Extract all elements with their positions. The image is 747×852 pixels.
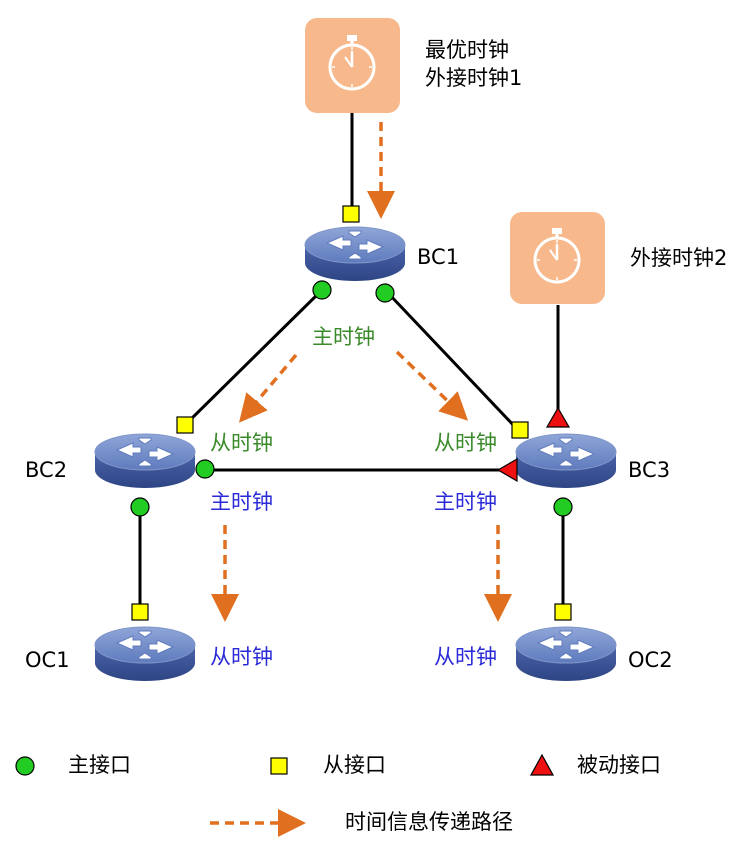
- bc3-slave-clock-label: 从时钟: [434, 431, 497, 455]
- legend-slave-port-icon: [270, 757, 288, 775]
- legend-passive-port-icon: [529, 753, 555, 776]
- master-port-bc1-right: [375, 283, 395, 303]
- link-bc1-bc3: [386, 291, 520, 432]
- legend-symbols: [15, 753, 555, 776]
- bc3-label: BC3: [628, 458, 671, 482]
- master-port-bc3-down: [553, 497, 573, 517]
- bc3-master-clock-label: 主时钟: [434, 490, 497, 514]
- bc1-master-clock-label: 主时钟: [312, 325, 375, 349]
- time-path-arrows: [211, 122, 512, 622]
- router-bc2: [94, 433, 196, 489]
- router-oc1: [94, 626, 196, 682]
- arrow-bc1-to-bc3: [395, 350, 469, 421]
- master-port-bc1-left: [312, 280, 332, 300]
- oc2-label: OC2: [628, 648, 673, 672]
- legend-slave-port-label: 从接口: [323, 753, 386, 777]
- arrow-bc1-to-bc2: [238, 353, 298, 423]
- master-port-bc2-right: [195, 459, 215, 479]
- oc2-slave-clock-label: 从时钟: [434, 645, 497, 669]
- slave-port-oc2: [554, 603, 572, 621]
- bc2-label: BC2: [25, 458, 68, 482]
- legend-time-path-label: 时间信息传递路径: [345, 810, 513, 834]
- router-bc1: [304, 226, 406, 282]
- legend-master-port-icon: [15, 756, 35, 776]
- external-clock1-label: 外接时钟1: [425, 66, 523, 90]
- master-port-bc2-down: [130, 497, 150, 517]
- router-oc2: [515, 626, 617, 682]
- external-clock2: [510, 212, 605, 304]
- legend-passive-port-label: 被动接口: [577, 753, 661, 777]
- bc2-slave-clock-label: 从时钟: [210, 431, 273, 455]
- bc1-label: BC1: [417, 245, 460, 269]
- oc1-label: OC1: [25, 648, 70, 672]
- passive-port-bc3-top: [545, 406, 571, 428]
- links: [138, 110, 565, 612]
- ports: [130, 205, 573, 621]
- link-bc1-bc2: [183, 288, 324, 427]
- slave-port-bc2: [176, 416, 194, 434]
- legend-master-port-label: 主接口: [68, 753, 131, 777]
- external-clock2-label: 外接时钟2: [630, 246, 728, 270]
- best-external-clock1: [305, 18, 400, 113]
- best-clock-label: 最优时钟: [425, 38, 509, 62]
- slave-port-oc1: [131, 603, 149, 621]
- slave-port-bc1: [342, 205, 360, 223]
- bc2-master-clock-label: 主时钟: [210, 490, 273, 514]
- oc1-slave-clock-label: 从时钟: [210, 645, 273, 669]
- router-bc3: [515, 433, 617, 489]
- passive-port-bc3-left: [496, 457, 518, 483]
- slave-port-bc3: [511, 421, 529, 439]
